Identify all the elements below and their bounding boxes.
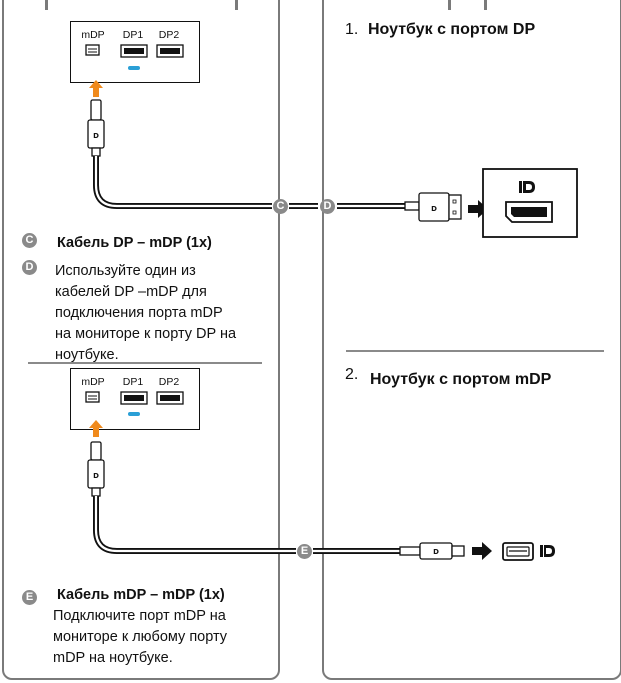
- legend-badge-e: E: [22, 590, 37, 605]
- cable-connector-mdp: D: [399, 542, 465, 560]
- frame-tab: [448, 0, 451, 10]
- svg-text:D: D: [433, 548, 439, 556]
- svg-text:D: D: [93, 472, 99, 480]
- port-label-dp2: DP2: [158, 376, 180, 388]
- legend-badge-d: D: [22, 260, 37, 275]
- minidp-port-icon: [85, 391, 100, 403]
- up-arrow-icon: [89, 80, 103, 97]
- cable-d-desc-line: на мониторе к порту DP на: [55, 326, 237, 342]
- active-port-indicator: [128, 66, 140, 70]
- cable-d-desc-line: кабелей DP –mDP для: [55, 284, 207, 300]
- dp-port-icon: [120, 391, 148, 405]
- cable-connector-dp: D: [404, 192, 462, 222]
- cable-e-desc-line: Подключите порт mDP на: [53, 608, 226, 624]
- badge-d: D: [320, 199, 335, 214]
- left-panel: [2, 0, 280, 680]
- dp-port-icon: [156, 44, 184, 58]
- dp-port-icon: [156, 391, 184, 405]
- step-1-number: 1.: [345, 21, 359, 38]
- cable-connector-mdp: D: [87, 441, 105, 497]
- svg-text:D: D: [431, 205, 437, 213]
- right-arrow-icon: [472, 542, 492, 560]
- monitor-port-panel: [70, 368, 200, 430]
- up-arrow-icon: [89, 420, 103, 437]
- cable-c-title: Кабель DP – mDP (1x): [57, 235, 212, 251]
- frame-tab: [235, 0, 238, 10]
- cable-e-desc-line: mDP на ноутбуке.: [53, 650, 173, 666]
- monitor-port-panel: [70, 21, 200, 83]
- frame-tab: [484, 0, 487, 10]
- badge-c: C: [273, 199, 288, 214]
- displayport-logo-icon: [519, 181, 535, 193]
- dp-port-icon: [120, 44, 148, 58]
- section-divider: [346, 350, 604, 352]
- port-label-dp2: DP2: [158, 29, 180, 41]
- cable-d-desc-line: Используйте один из: [55, 263, 196, 279]
- displayport-logo-icon: [540, 545, 555, 557]
- laptop-minidp-port: [502, 542, 534, 561]
- cable-e: [93, 496, 296, 554]
- section-divider: [28, 362, 262, 364]
- port-label-mdp: mDP: [81, 29, 105, 41]
- cable-c: [93, 156, 272, 209]
- cable-connector-mdp: D: [87, 99, 105, 157]
- port-label-dp1: DP1: [122, 376, 144, 388]
- badge-e: E: [297, 544, 312, 559]
- cable-d-desc-line: ноутбуке.: [55, 347, 119, 363]
- step-1-title: Ноутбук с портом DP: [368, 21, 536, 38]
- step-2-number: 2.: [345, 366, 359, 383]
- minidp-port-icon: [85, 44, 100, 56]
- legend-badge-c: C: [22, 233, 37, 248]
- laptop-dp-port: [482, 168, 578, 238]
- port-label-mdp: mDP: [81, 376, 105, 388]
- svg-text:D: D: [93, 132, 99, 140]
- step-2-title: Ноутбук с портом mDP: [370, 371, 552, 388]
- port-label-dp1: DP1: [122, 29, 144, 41]
- frame-tab: [45, 0, 48, 10]
- cable-e-title: Кабель mDP – mDP (1x): [57, 587, 225, 603]
- cable-e-desc-line: мониторе к любому порту: [53, 629, 228, 645]
- cable-d-desc-line: подключения порта mDP: [55, 305, 223, 321]
- active-port-indicator: [128, 412, 140, 416]
